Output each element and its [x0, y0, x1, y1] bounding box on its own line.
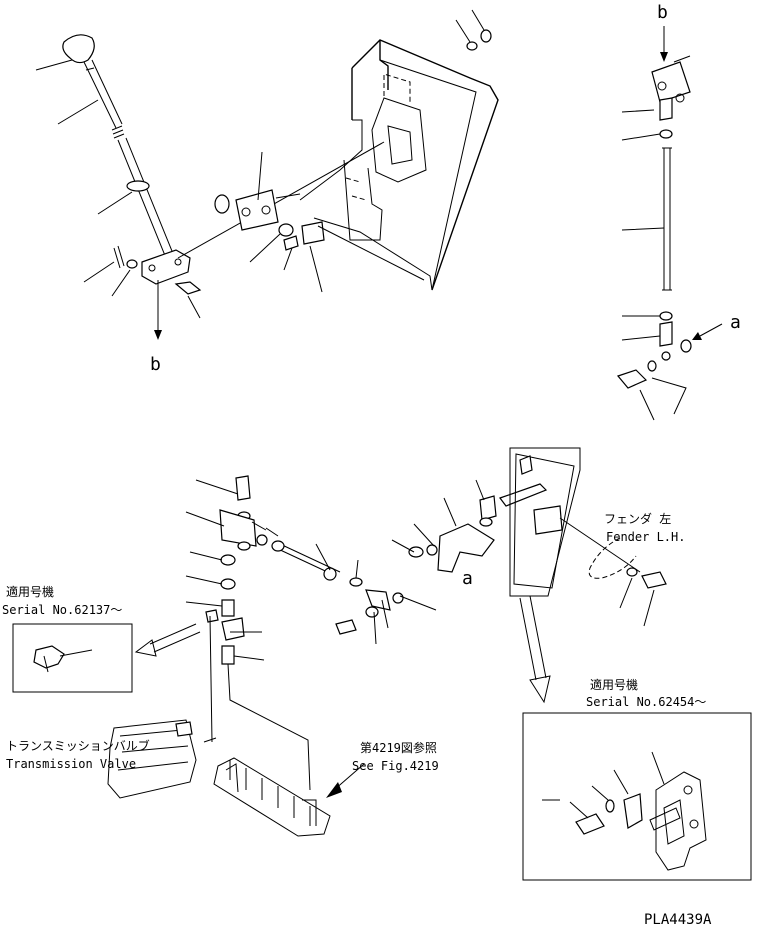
drawing-number: PLA4439A	[644, 912, 712, 928]
inset-box-right	[522, 712, 752, 881]
nut-left	[220, 554, 236, 566]
lever-lower-rod	[117, 137, 175, 259]
rod-nut	[349, 577, 363, 587]
inset-right: 適用号機 Serial No.62454～	[522, 677, 752, 881]
ref-label-a-top: a	[730, 312, 741, 333]
ref-label-b-top: b	[657, 2, 668, 23]
bushing-low	[221, 645, 235, 665]
ref-label-a-mid: a	[462, 568, 473, 589]
rod-end-upper	[659, 97, 673, 121]
fender-plate	[509, 447, 581, 597]
inset-washer	[605, 799, 615, 813]
inset-left: 適用号機 Serial No.62137～	[2, 584, 201, 693]
link-line	[177, 141, 385, 259]
lever-knob	[62, 34, 95, 64]
pin	[301, 221, 325, 245]
bracket-tab	[533, 505, 563, 535]
fender-bracket: フェンダ 左 Fender L.H.	[509, 447, 685, 704]
control-rod	[663, 148, 671, 290]
fender-bolt	[641, 571, 667, 589]
shift-lever-assembly: b	[35, 34, 385, 375]
lock-nut-lower	[659, 311, 673, 321]
lever-spring	[111, 125, 125, 139]
lever-arm	[221, 617, 245, 641]
linkage-assembly: a	[185, 475, 548, 665]
fender-washer	[626, 567, 638, 577]
cab-frame	[299, 9, 499, 291]
top-bolt	[235, 475, 251, 501]
rod-assembly: b a	[616, 2, 741, 421]
inset-pin	[649, 807, 681, 831]
cotter-pin	[113, 245, 125, 269]
lock-nut-upper	[659, 129, 673, 139]
rod-end	[365, 589, 391, 611]
console-assembly: 第4219図参照 See Fig.4219	[213, 663, 439, 837]
serial-header-left: 適用号機	[6, 584, 54, 599]
serial-label-left: Serial No.62137～	[2, 603, 122, 617]
bolt	[616, 369, 648, 389]
rod-end-lower	[659, 321, 673, 347]
pin-crank	[479, 495, 497, 521]
transmission-valve: トランスミッションバルブ Transmission Valve	[6, 615, 217, 799]
frame-outline	[351, 39, 499, 291]
inset-bolt	[575, 813, 605, 835]
trans-valve-label-jp: トランスミッションバルブ	[6, 738, 150, 753]
lever-collar	[126, 180, 150, 192]
lever-upper-rod	[83, 59, 123, 129]
spacer	[680, 339, 692, 353]
upper-bracket	[651, 61, 691, 103]
inset-box-left	[12, 623, 133, 693]
serial-label-right: Serial No.62454～	[586, 695, 706, 709]
lever-plate	[219, 509, 257, 547]
washer-left	[220, 578, 236, 590]
inset-clip	[623, 793, 643, 829]
clevis-block	[235, 189, 279, 231]
bolt-lower	[335, 619, 357, 635]
clevis-cluster	[214, 151, 325, 293]
fender-label-en: Fender L.H.	[606, 530, 685, 544]
see-fig-label-en: See Fig.4219	[352, 759, 439, 773]
cap-nut	[214, 194, 230, 214]
arrow-to-inset-right	[519, 595, 547, 681]
o-ring	[480, 29, 492, 43]
fender-label-jp: フェンダ 左	[604, 511, 671, 526]
inset-left-part	[33, 645, 65, 669]
ref-label-b-left: b	[150, 354, 161, 375]
fender-outline	[588, 537, 637, 579]
lever-bolt	[174, 281, 202, 295]
nut-crank	[408, 546, 424, 558]
see-fig-label-jp: 第4219図参照	[360, 740, 437, 755]
serial-header-right: 適用号機	[590, 677, 638, 692]
inset-bracket	[655, 771, 707, 871]
washer-small	[647, 360, 657, 372]
console-plate	[213, 757, 331, 837]
bellcrank	[437, 523, 495, 573]
washer-mid	[237, 541, 251, 551]
pin-left	[221, 599, 235, 617]
arrow-to-inset-left	[149, 623, 201, 653]
key	[283, 235, 299, 251]
frame-panel	[371, 97, 427, 183]
nut	[466, 41, 478, 51]
trans-valve-label-en: Transmission Valve	[6, 757, 136, 771]
washer	[126, 259, 138, 269]
long-bolt	[499, 483, 548, 507]
bushing	[278, 223, 294, 237]
